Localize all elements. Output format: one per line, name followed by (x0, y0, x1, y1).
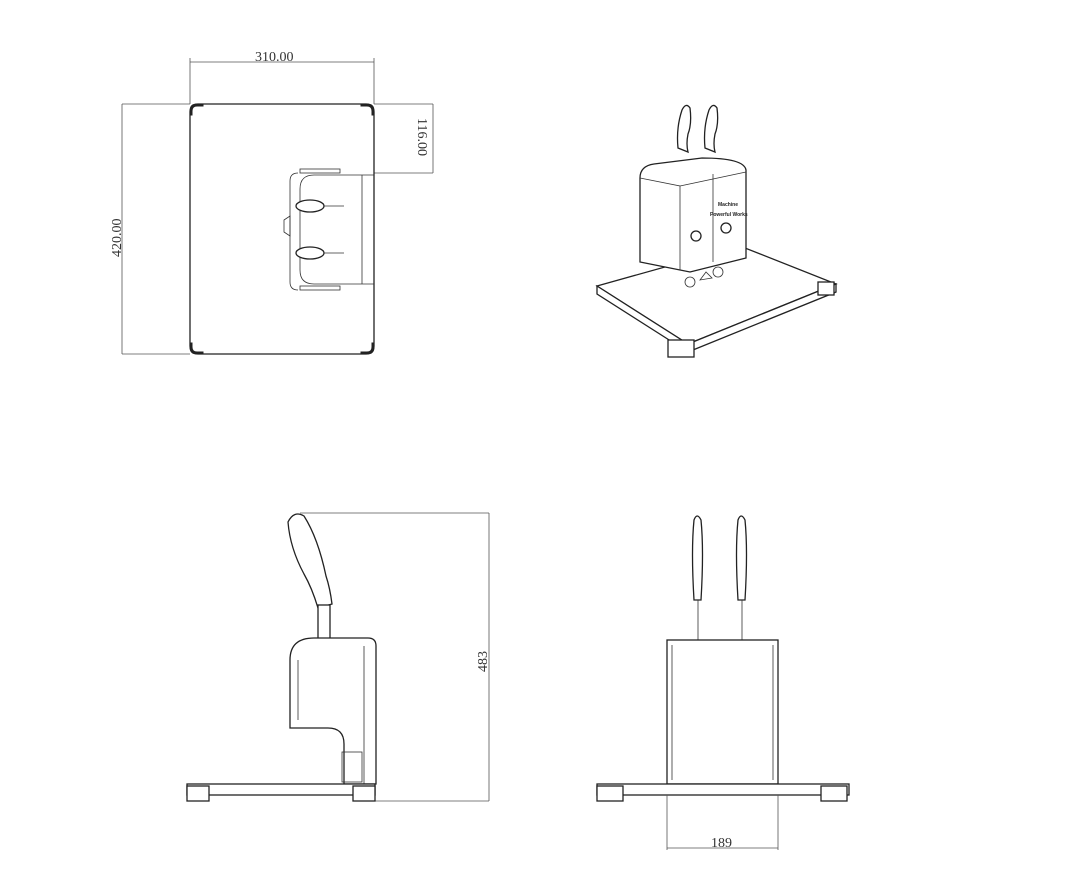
side-view: 483 (186, 512, 491, 802)
top-view: 310.00 116.00 420.00 (110, 50, 434, 355)
side-height-label: 483 (476, 651, 491, 672)
logo-subtext: Powerful Works (710, 212, 748, 218)
front-width-label: 189 (711, 836, 732, 851)
isometric-view: Machine Powerful Works (595, 104, 838, 358)
top-width-label: 310.00 (255, 50, 294, 65)
logo-text: Machine (718, 202, 738, 208)
front-view: 189 (596, 515, 850, 851)
top-height-label: 420.00 (110, 219, 125, 258)
top-offset-label: 116.00 (414, 118, 429, 156)
